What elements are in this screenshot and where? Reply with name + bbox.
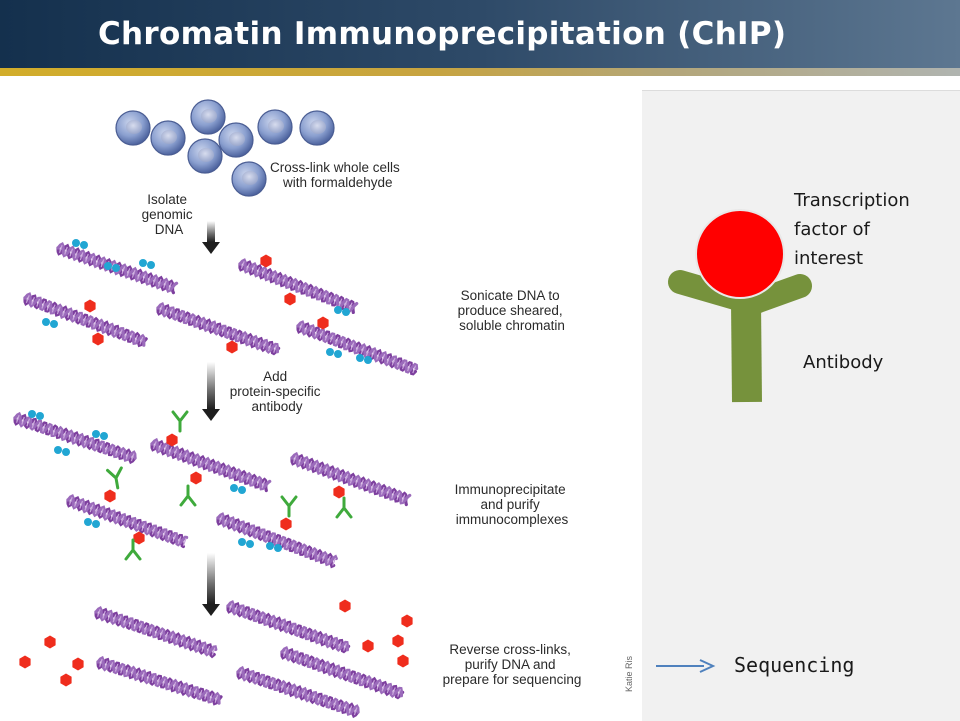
blue-protein-icon <box>42 318 58 328</box>
blue-protein-icon <box>92 430 108 440</box>
step-arrow-icon <box>202 221 220 254</box>
chip-workflow-diagram: Cross-link whole cells with formaldehyde… <box>13 99 582 719</box>
blue-protein-icon <box>266 542 282 552</box>
accent-bar <box>0 68 960 76</box>
title-bar: Chromatin Immunoprecipitation (ChIP) <box>0 0 960 68</box>
blue-protein-icon <box>238 538 254 548</box>
blue-protein-icon <box>72 239 88 249</box>
red-protein-icon <box>84 299 96 313</box>
cell-icon <box>187 138 223 174</box>
dna-fragment <box>296 320 419 376</box>
cell-icon <box>218 122 254 158</box>
legend-panel <box>642 90 960 721</box>
dna-fragment <box>238 258 359 314</box>
dna-fragment <box>216 512 338 569</box>
red-protein-icon <box>317 316 329 330</box>
proteins-group <box>19 239 413 687</box>
cell-icon <box>115 110 151 146</box>
red-protein-icon <box>280 517 292 531</box>
red-protein-icon <box>226 340 238 354</box>
red-protein-icon <box>362 639 374 653</box>
dna-fragments-group <box>13 242 419 719</box>
cell-icon <box>257 109 293 145</box>
red-protein-icon <box>19 655 31 669</box>
dna-fragment <box>290 451 412 507</box>
image-credit: Katie Ris <box>624 655 666 692</box>
red-protein-icon <box>401 614 413 628</box>
transcription-factor-label: Transcription factor of interest <box>794 190 910 269</box>
step-crosslink-label: Cross-link whole cells with formaldehyde <box>270 160 404 190</box>
dna-fragment <box>23 292 148 348</box>
blue-protein-icon <box>230 484 246 494</box>
antibody-small-icon <box>106 466 123 490</box>
dna-fragment <box>150 437 272 493</box>
credit-text: Katie Ris <box>624 655 634 692</box>
dna-fragment <box>94 606 218 659</box>
red-protein-icon <box>339 599 351 613</box>
dna-fragment <box>96 655 223 706</box>
blue-protein-icon <box>334 306 350 316</box>
red-protein-icon <box>284 292 296 306</box>
antibody-label: Antibody <box>803 352 884 373</box>
dna-fragment <box>66 494 189 549</box>
step-arrow-icon <box>202 553 220 616</box>
blue-protein-icon <box>84 518 100 528</box>
dna-fragment <box>236 665 360 719</box>
red-protein-icon <box>44 635 56 649</box>
red-protein-icon <box>72 657 84 671</box>
blue-protein-icon <box>139 259 155 269</box>
red-protein-icon <box>392 634 404 648</box>
dna-fragment <box>280 645 405 700</box>
red-protein-icon <box>190 471 202 485</box>
sequencing-label: Sequencing <box>734 653 855 677</box>
blue-protein-icon <box>28 410 44 420</box>
blue-protein-icon <box>356 354 372 364</box>
red-protein-icon <box>260 254 272 268</box>
red-protein-icon <box>333 485 345 499</box>
step-immunoprecipitate-label: Immunoprecipitate and purify immunocompl… <box>455 482 570 527</box>
arrows-group <box>202 221 220 616</box>
blue-protein-icon <box>104 262 120 272</box>
red-protein-icon <box>133 531 145 545</box>
blue-protein-icon <box>54 446 70 456</box>
step-isolate-label: Isolate genomic DNA <box>142 192 197 237</box>
antibody-small-icon <box>179 484 197 507</box>
red-protein-icon <box>166 433 178 447</box>
red-protein-icon <box>397 654 409 668</box>
antibody-small-icon <box>280 495 298 518</box>
dna-fragment <box>156 301 281 356</box>
step-add-antibody-label: Add protein-specific antibody <box>230 369 325 414</box>
cells-group <box>115 99 335 197</box>
cell-icon <box>231 161 267 197</box>
step-sonicate-label: Sonicate DNA to produce sheared, soluble… <box>458 288 567 333</box>
dna-fragment <box>13 411 137 465</box>
cell-icon <box>150 120 186 156</box>
page-title: Chromatin Immunoprecipitation (ChIP) <box>98 16 787 52</box>
red-protein-icon <box>60 673 72 687</box>
antibody-small-icon <box>335 496 353 519</box>
red-protein-icon <box>104 489 116 503</box>
cell-icon <box>299 110 335 146</box>
red-protein-icon <box>92 332 104 346</box>
antibody-small-icon <box>124 538 142 561</box>
antibody-small-icon <box>171 410 189 433</box>
step-arrow-icon <box>202 362 220 421</box>
blue-protein-icon <box>326 348 342 358</box>
cell-icon <box>190 99 226 135</box>
dna-fragment <box>226 599 351 654</box>
step-reverse-label: Reverse cross-links, purify DNA and prep… <box>443 642 582 687</box>
